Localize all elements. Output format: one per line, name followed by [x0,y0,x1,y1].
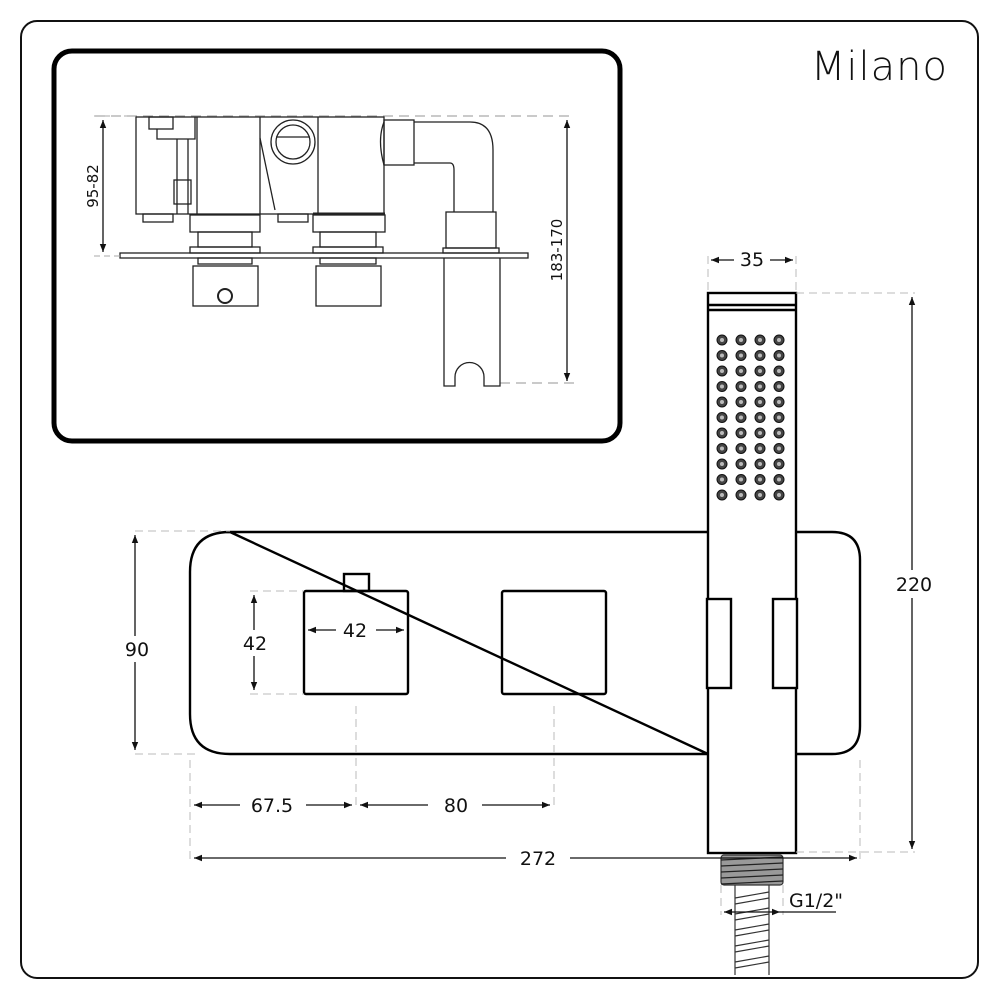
spray-nozzles [716,334,785,501]
dim-total-width: 272 [520,848,556,870]
front-view-dimensions [135,256,915,915]
handle-indicator [342,572,371,593]
hose [720,854,784,975]
dim-handle-height: 42 [243,633,267,655]
side-view-frame [51,48,623,444]
side-view-dimensions [94,115,571,381]
brand-logo: Milano [810,44,948,90]
dim-handset-length: 220 [896,574,932,596]
dim-handle-width: 42 [343,620,367,642]
dim-left-offset: 67.5 [251,795,293,817]
dim-handset-width: 35 [740,249,764,271]
dim-depth-body: 95-82 [84,164,102,208]
outer-frame [20,20,979,979]
side-view [95,115,575,387]
dim-depth-total: 183-170 [548,219,566,282]
dim-hose-thread: G1/2" [789,890,843,912]
wall-plate [188,530,862,756]
dim-handle-spacing: 80 [444,795,468,817]
right-handle [500,589,608,696]
dim-plate-height: 90 [125,639,149,661]
hand-shower [705,291,799,855]
